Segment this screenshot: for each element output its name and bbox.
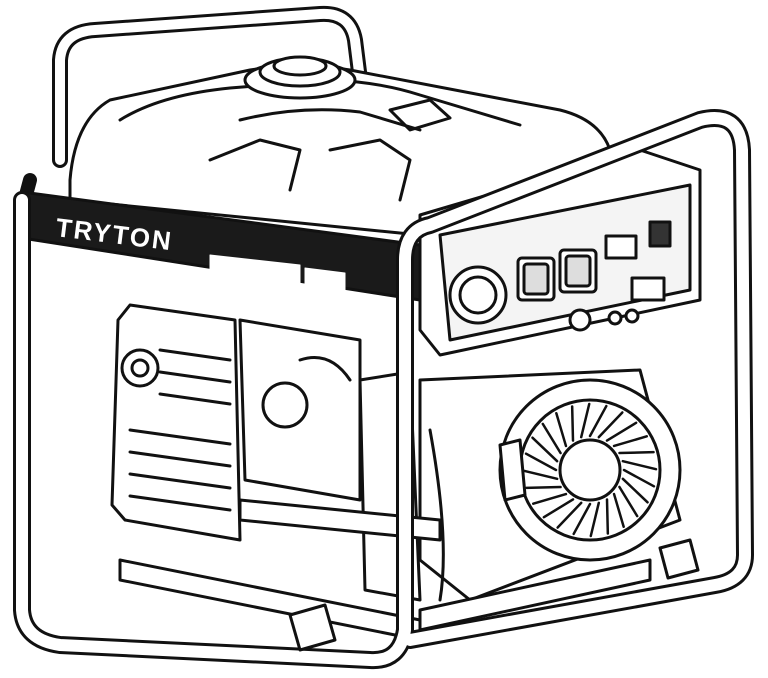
alternator: [110, 303, 242, 542]
starter-fin: [531, 492, 568, 505]
starter-fin: [621, 459, 658, 471]
starter-fin: [531, 436, 559, 463]
rubber-foot-right: [658, 538, 700, 580]
starter-fin: [612, 435, 649, 448]
starter-fin: [542, 498, 575, 519]
starter-fin: [555, 411, 568, 448]
starter-fin: [605, 498, 610, 535]
starter-fin: [589, 501, 601, 538]
starter-fin: [541, 422, 562, 455]
engine-block: [238, 318, 362, 502]
starter-fin: [522, 469, 559, 481]
starter-fin: [588, 404, 608, 438]
rubber-foot-front: [288, 603, 337, 652]
starter-fin: [622, 468, 656, 488]
starter-fin: [572, 502, 592, 536]
outlet-2: [558, 248, 598, 294]
outlet-1: [516, 256, 556, 302]
starter-fin: [579, 402, 591, 439]
starter-fin: [605, 421, 638, 442]
starter-fin: [524, 452, 558, 472]
starter-fin: [618, 450, 655, 455]
starter-fin: [525, 485, 562, 490]
starter-fin: [556, 501, 583, 529]
breaker-switch: [648, 220, 672, 248]
dc-outlet: [630, 276, 666, 302]
starter-fin: [618, 485, 639, 518]
front-frame: [13, 109, 754, 670]
starter-fin: [612, 492, 625, 529]
outlet-large: [448, 265, 508, 325]
starter-fin: [597, 411, 624, 439]
starter-fin: [570, 405, 575, 442]
fuel-cap: [243, 55, 357, 100]
starter-fin: [621, 477, 649, 504]
voltmeter: [604, 234, 638, 260]
recoil-starter: [418, 368, 682, 602]
